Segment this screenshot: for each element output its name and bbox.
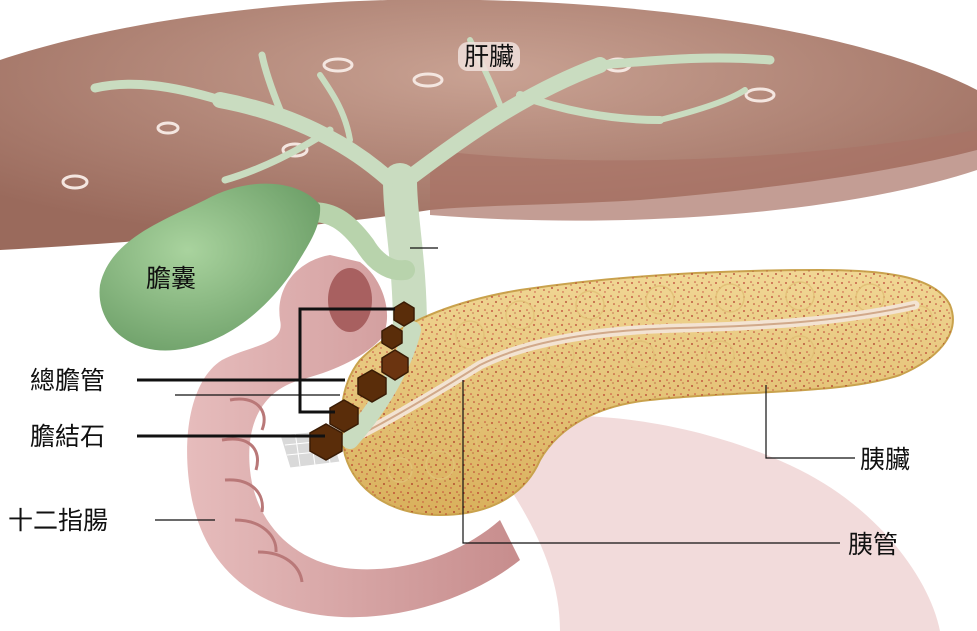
label-gallstones: 膽結石 [30,424,105,449]
label-duodenum: 十二指腸 [8,508,108,533]
duodenal-lumen-top [328,268,372,332]
label-pancreatic-duct: 胰管 [848,532,898,557]
label-pancreas: 胰臟 [860,447,910,472]
label-common-bile-duct: 總膽管 [30,368,105,393]
label-liver: 肝臟 [458,42,520,71]
label-gallbladder: 膽囊 [146,266,196,291]
